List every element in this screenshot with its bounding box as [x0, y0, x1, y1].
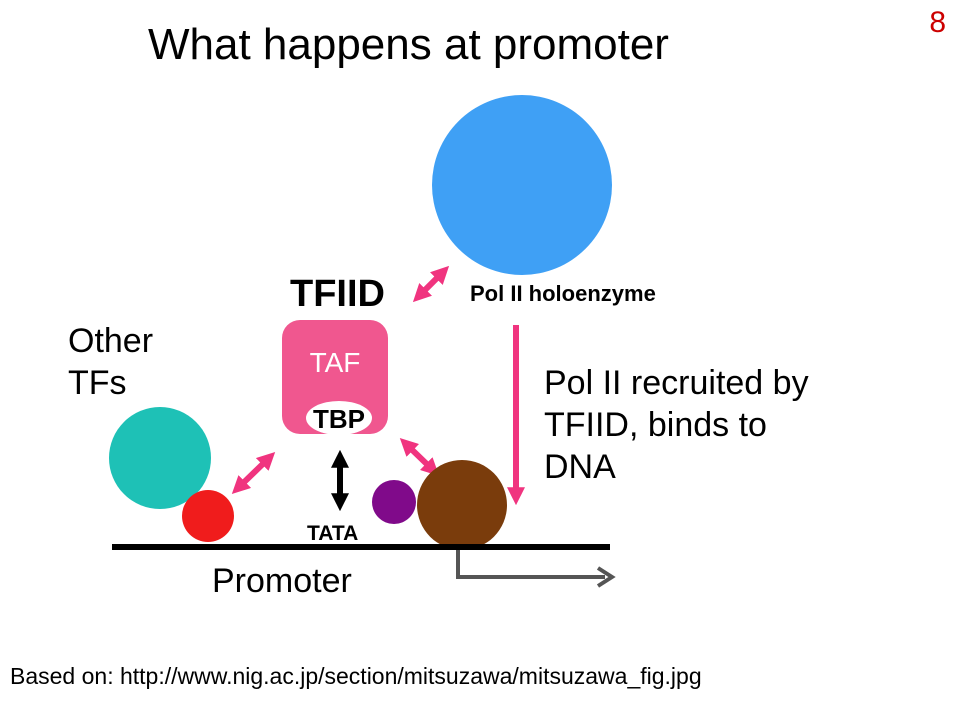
pol2-holoenzyme-label: Pol II holoenzyme	[470, 281, 656, 306]
purple-factor-circle	[372, 480, 416, 524]
tfiid-pol2-dna-double-arrow	[399, 437, 440, 477]
source-caption: Based on: http://www.nig.ac.jp/section/m…	[10, 663, 702, 689]
tata-label: TATA	[307, 522, 358, 545]
other-tf-red-circle	[182, 490, 234, 542]
tfiid-label: TFIID	[290, 273, 385, 315]
tfiid-pol2-double-arrow	[412, 265, 450, 303]
taf-label: TAF	[310, 347, 361, 378]
slide-title: What happens at promoter	[148, 20, 669, 69]
other-tf-teal-circle	[109, 407, 211, 509]
tbp-shape	[306, 401, 372, 435]
transcription-start-arrowhead	[596, 566, 616, 588]
recruit-text-line3: DNA	[544, 448, 616, 486]
transcription-start-arrow	[456, 550, 605, 579]
other-tfs-label-line2: TFs	[68, 364, 127, 402]
pol2-dna-bound-circle	[417, 460, 507, 550]
tbp-label: TBP	[313, 404, 365, 434]
taf-box	[282, 320, 388, 434]
recruit-text-line2: TFIID, binds to	[544, 406, 767, 444]
pol2-holoenzyme-circle	[432, 95, 612, 275]
promoter-label: Promoter	[212, 562, 352, 600]
slide-number: 8	[929, 6, 946, 39]
promoter-diagram: Pol II holoenzyme TFIID TAF TBP Other TF…	[68, 95, 809, 600]
other-tfs-tfiid-double-arrow	[231, 451, 276, 495]
other-tfs-label-line1: Other	[68, 322, 153, 360]
recruit-text-line1: Pol II recruited by	[544, 364, 809, 402]
